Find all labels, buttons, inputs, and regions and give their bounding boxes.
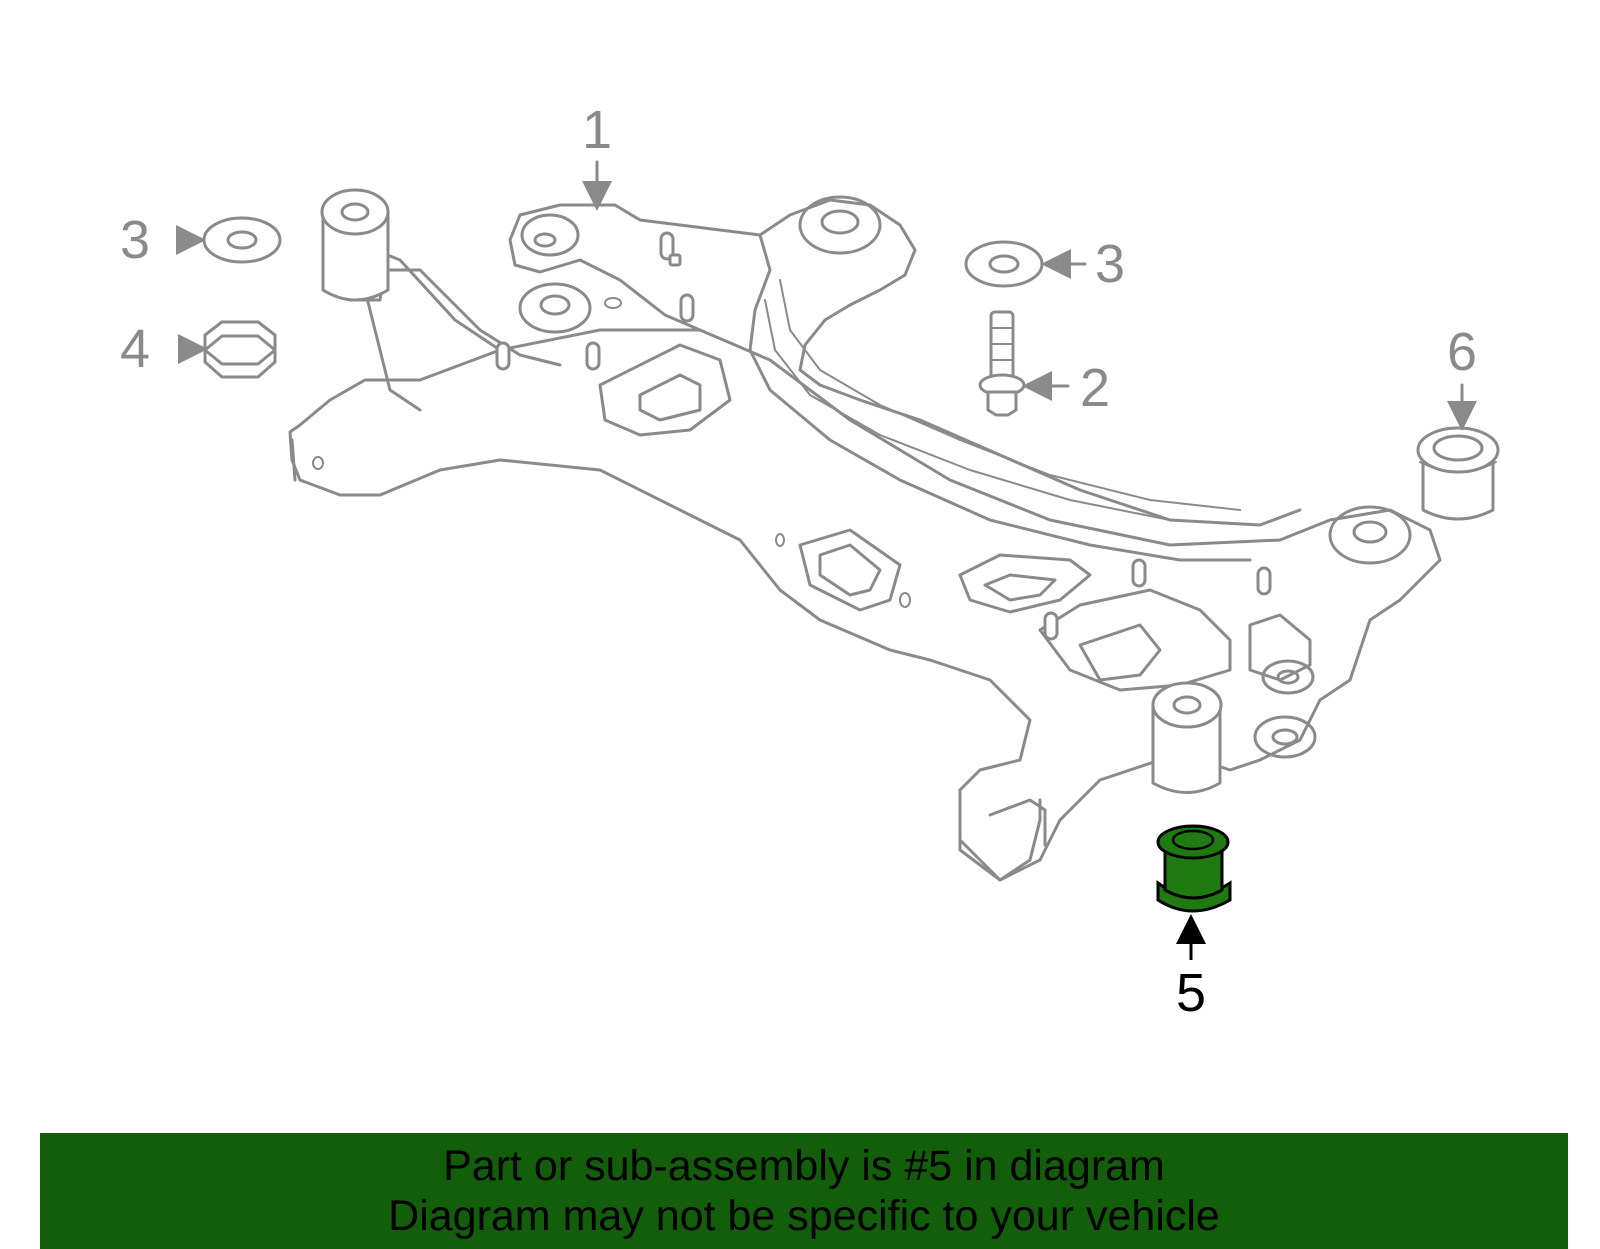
callout-3-left: 3 <box>119 210 151 270</box>
subframe-crossmember <box>288 188 1442 882</box>
callout-3-right: 3 <box>1094 234 1126 294</box>
info-banner: Part or sub-assembly is #5 in diagram Di… <box>40 1133 1568 1249</box>
callout-2: 2 <box>1079 358 1111 418</box>
washer-left <box>202 216 282 264</box>
callout-5: 5 <box>1175 963 1207 1023</box>
stud-group <box>495 231 1272 641</box>
banner-line-disclaimer: Diagram may not be specific to your vehi… <box>388 1192 1220 1240</box>
callout-arrows <box>176 160 1477 960</box>
callout-6: 6 <box>1446 322 1478 382</box>
callout-1: 1 <box>581 100 613 160</box>
bushing-rear <box>1416 426 1500 521</box>
flange-bolt <box>978 310 1026 417</box>
bushing-highlighted-part-5 <box>1156 824 1232 913</box>
banner-line-part: Part or sub-assembly is #5 in diagram <box>443 1142 1165 1190</box>
hex-nut <box>203 320 277 379</box>
callout-4: 4 <box>119 319 151 379</box>
washer-right <box>964 240 1044 288</box>
